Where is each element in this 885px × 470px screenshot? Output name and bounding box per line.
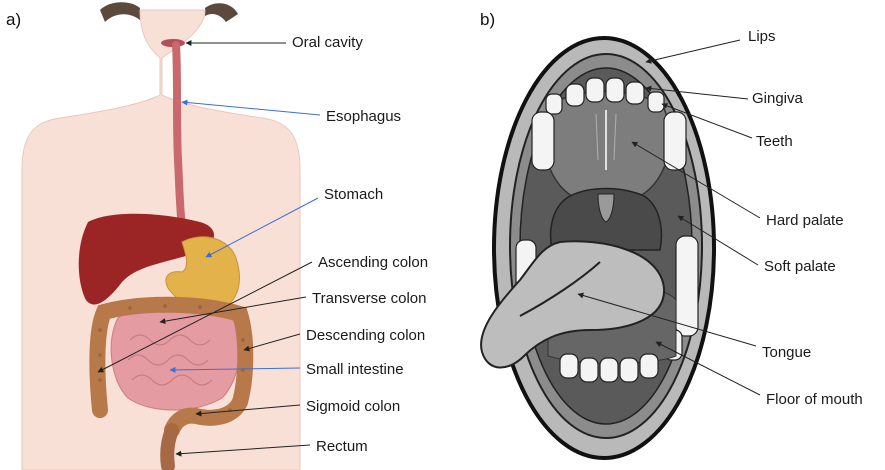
- label-transverse-colon: Transverse colon: [312, 290, 427, 308]
- digestive-system-illustration: [22, 2, 300, 470]
- label-oral-cavity: Oral cavity: [292, 34, 363, 52]
- label-hard-palate: Hard palate: [766, 212, 844, 230]
- label-floor-of-mouth: Floor of mouth: [766, 391, 863, 409]
- open-mouth-illustration: [481, 38, 714, 458]
- label-ascending-colon: Ascending colon: [318, 254, 428, 272]
- label-tongue: Tongue: [762, 344, 811, 362]
- panel-a-tag: a): [6, 10, 21, 30]
- label-lips: Lips: [748, 28, 776, 46]
- label-esophagus: Esophagus: [326, 108, 401, 126]
- label-rectum: Rectum: [316, 438, 368, 456]
- label-gingiva: Gingiva: [752, 90, 803, 108]
- panel-b-tag: b): [480, 10, 495, 30]
- label-teeth: Teeth: [756, 133, 793, 151]
- label-stomach: Stomach: [324, 186, 383, 204]
- label-descending-colon: Descending colon: [306, 327, 425, 345]
- rectum: [167, 430, 172, 466]
- label-soft-palate: Soft palate: [764, 258, 836, 276]
- hair: [100, 2, 140, 22]
- label-small-intestine: Small intestine: [306, 361, 404, 379]
- label-sigmoid-colon: Sigmoid colon: [306, 398, 400, 416]
